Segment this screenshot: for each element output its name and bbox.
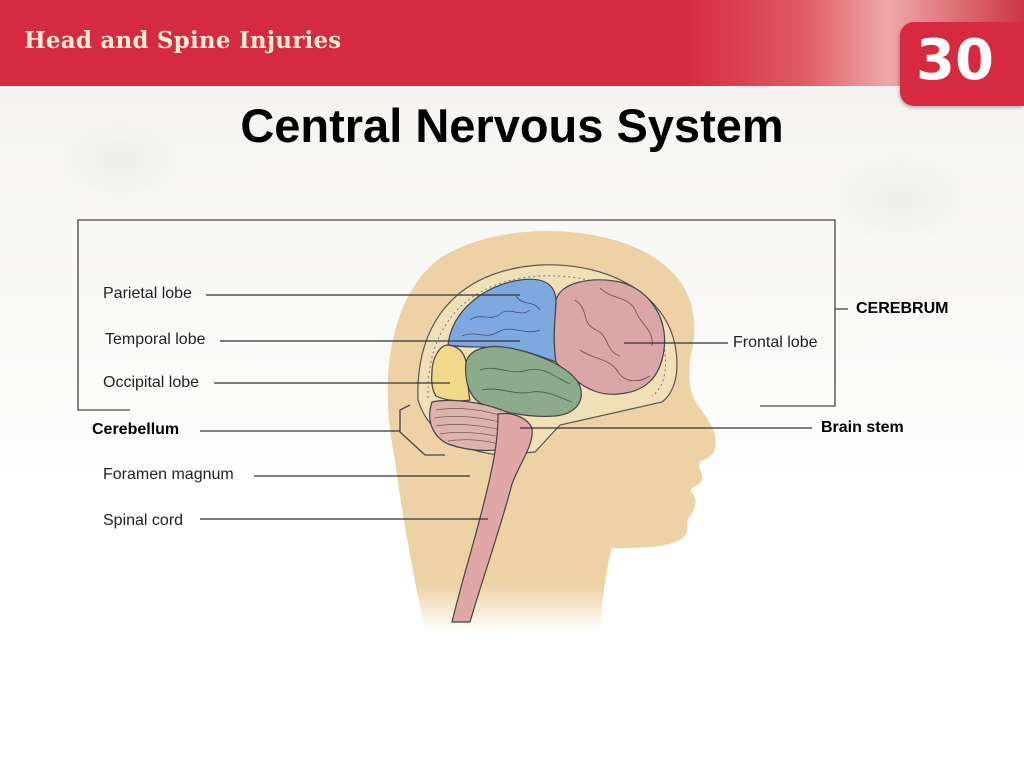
- cerebellum-bracket: [399, 404, 445, 456]
- label-occipital-lobe: Occipital lobe: [103, 374, 200, 391]
- chapter-number: 30: [916, 28, 994, 93]
- label-parietal-lobe: Parietal lobe: [103, 285, 192, 302]
- chapter-badge: 30: [900, 22, 1024, 106]
- label-frontal-lobe: Frontal lobe: [733, 334, 818, 351]
- header-title: Head and Spine Injuries: [24, 27, 342, 54]
- slide-title: Central Nervous System: [240, 99, 784, 152]
- label-brain-stem: Brain stem: [821, 419, 904, 436]
- frontal-lobe: [553, 279, 666, 395]
- left-bracket: [77, 219, 836, 411]
- label-cerebellum: Cerebellum: [92, 421, 180, 438]
- label-temporal-lobe: Temporal lobe: [105, 331, 206, 348]
- label-spinal-cord: Spinal cord: [103, 512, 184, 529]
- label-cerebrum: CEREBRUM: [856, 300, 949, 317]
- label-foramen-magnum: Foramen magnum: [103, 466, 234, 483]
- skull-inner-outline: [427, 275, 666, 399]
